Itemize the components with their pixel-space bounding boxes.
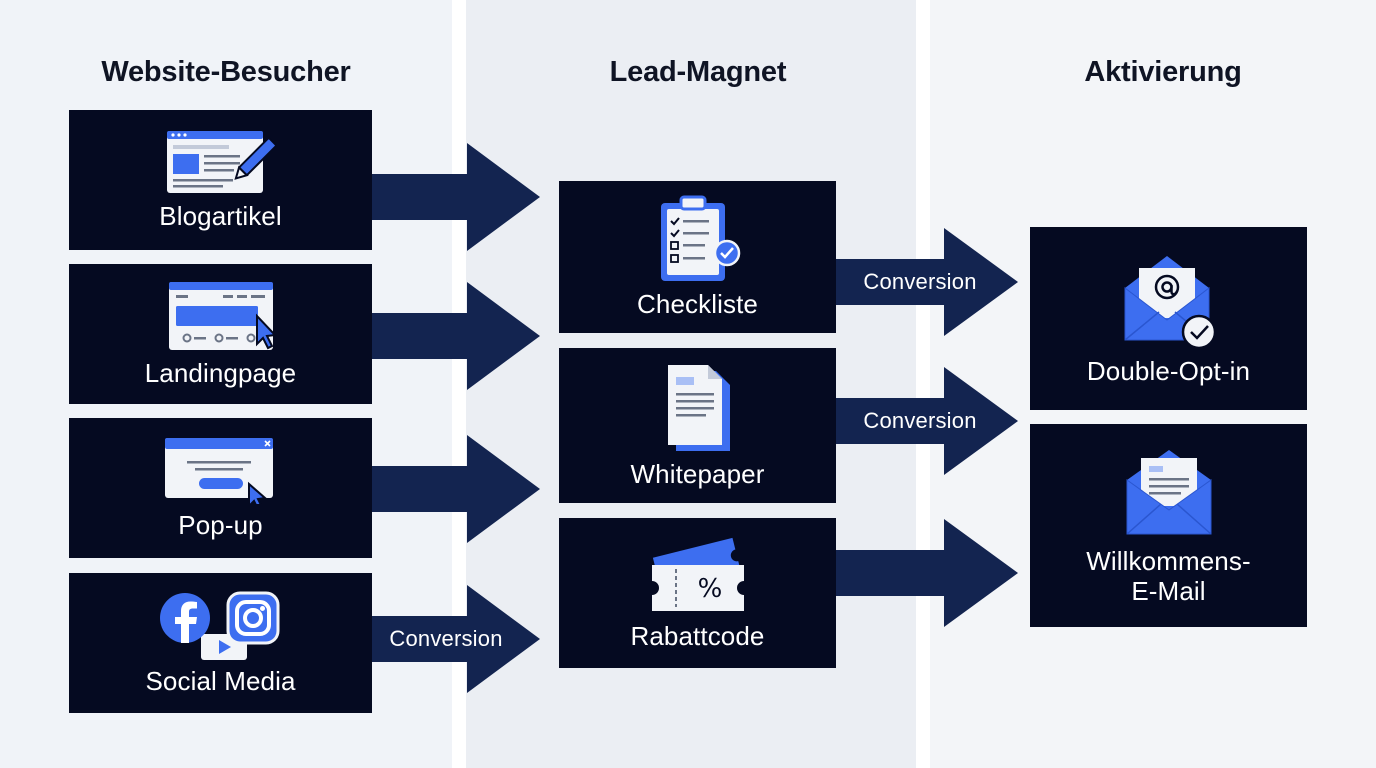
- arrow-landing-to-magnet: [370, 282, 540, 390]
- card-blogartikel: Blogartikel: [69, 110, 372, 250]
- card-popup: Pop-up: [69, 418, 372, 558]
- card-label-line: Willkommens-: [1086, 545, 1251, 576]
- email-confirm-icon: [1124, 255, 1216, 349]
- landing-page-icon: [168, 282, 277, 350]
- arrow-rabattcode-to-welcome-email: [834, 519, 1018, 627]
- column-title-visitors: Website-Besucher: [101, 56, 351, 88]
- column-title-lead-magnet: Lead-Magnet: [609, 56, 787, 88]
- arrow-label-whitepaper-conversion: Conversion: [863, 408, 977, 433]
- card-label: Blogartikel: [159, 201, 282, 231]
- card-label: Whitepaper: [630, 458, 765, 489]
- discount-ticket-icon: %: [651, 537, 744, 611]
- card-label: Landingpage: [144, 358, 297, 388]
- card-label: Double-Opt-in: [1086, 355, 1251, 386]
- card-label: Willkommens- E-Mail: [1086, 546, 1250, 606]
- card-checkliste: Checkliste: [559, 181, 836, 333]
- card-willkommens-email: Willkommens- E-Mail: [1030, 424, 1307, 627]
- blog-article-icon: [166, 131, 277, 193]
- card-whitepaper: Whitepaper: [559, 348, 836, 503]
- arrow-social-to-magnet: [370, 585, 540, 693]
- card-double-opt-in: Double-Opt-in: [1030, 227, 1307, 410]
- card-label: Social Media: [145, 666, 296, 696]
- arrow-popup-to-magnet: [370, 435, 540, 543]
- column-title-activation: Aktivierung: [1084, 56, 1242, 88]
- card-label: Checkliste: [637, 289, 758, 319]
- card-label: Pop-up: [178, 510, 263, 540]
- arrow-blog-to-magnet: [370, 143, 540, 251]
- card-rabattcode: % Rabattcode: [559, 518, 836, 668]
- card-landingpage: Landingpage: [69, 264, 372, 404]
- arrow-label-social-conversion: Conversion: [389, 626, 503, 651]
- social-media-icon: [159, 591, 279, 660]
- welcome-email-icon: [1126, 449, 1211, 535]
- arrow-checkliste-to-double-opt-in: [834, 228, 1018, 336]
- checklist-icon: [660, 195, 740, 281]
- card-label-line: E-Mail: [1131, 575, 1206, 606]
- card-label: Rabattcode: [630, 621, 765, 651]
- svg-text:%: %: [697, 574, 722, 604]
- arrow-whitepaper-to-double-opt-in: [834, 367, 1018, 475]
- card-social-media: Social Media: [69, 573, 372, 713]
- arrow-label-checkliste-conversion: Conversion: [863, 269, 977, 294]
- popup-window-icon: [164, 438, 273, 504]
- whitepaper-icon: [667, 364, 730, 451]
